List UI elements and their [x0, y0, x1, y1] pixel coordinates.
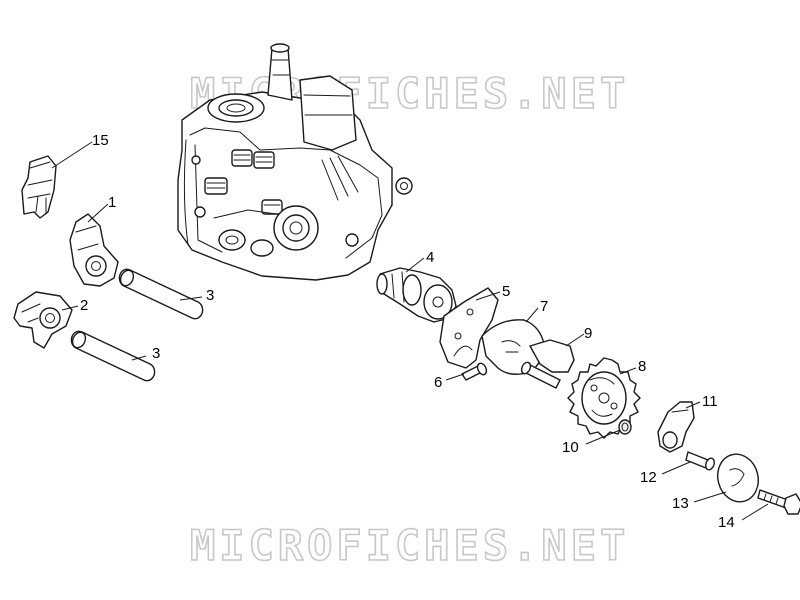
leader-10	[585, 429, 621, 445]
callout-13: 13	[672, 495, 689, 512]
leader-6	[445, 373, 465, 381]
callout-2: 2	[80, 297, 88, 314]
part-15-rocker-bracket	[21, 155, 57, 219]
leader-8	[619, 367, 637, 375]
callout-3-lower: 3	[152, 345, 160, 362]
part-6-screw	[461, 362, 488, 381]
callout-14: 14	[718, 514, 735, 531]
leader-7	[525, 307, 539, 323]
valve-springs	[204, 149, 283, 215]
leader-13	[693, 491, 727, 503]
part-10-washer	[618, 419, 632, 435]
watermark-bottom: MICROFICHES.NET	[190, 521, 629, 570]
leader-5	[475, 291, 501, 301]
leader-1	[87, 203, 109, 223]
callout-labels: 15 1 2 3 3 4 5 6 7 8 9 10 11 12 13 14	[80, 132, 735, 531]
callout-6: 6	[434, 374, 442, 391]
part-4-camshaft	[376, 267, 457, 323]
part-12-pin	[685, 451, 715, 471]
callout-1: 1	[108, 194, 116, 211]
callout-4: 4	[426, 249, 434, 266]
leader-14	[741, 503, 769, 521]
callout-10: 10	[562, 439, 579, 456]
leader-15	[51, 141, 93, 169]
part-2-rocker-arm	[13, 291, 73, 349]
leader-4	[405, 257, 425, 273]
part-8-cam-sprocket	[567, 357, 641, 439]
cylinder-head	[177, 43, 413, 281]
callout-12: 12	[640, 469, 657, 486]
part-13-washer	[717, 453, 759, 503]
callout-9: 9	[584, 325, 592, 342]
part-5-plate	[439, 287, 499, 369]
leader-9	[565, 333, 585, 347]
callout-11: 11	[702, 393, 718, 410]
callout-3-upper: 3	[206, 287, 214, 304]
callout-8: 8	[638, 358, 646, 375]
part-9-weight	[520, 339, 575, 389]
callout-5: 5	[502, 283, 510, 300]
leader-12	[661, 461, 691, 475]
leader-11	[685, 401, 701, 409]
part-3-rocker-shaft-upper	[118, 268, 204, 320]
leader-3b	[131, 355, 147, 361]
callout-15: 15	[92, 132, 109, 149]
leader-lines	[51, 141, 769, 521]
part-3-rocker-shaft-lower	[70, 330, 156, 382]
part-7-cam-plate	[481, 319, 545, 375]
part-14-bolt	[757, 489, 800, 515]
callout-7: 7	[540, 298, 548, 315]
part-11-lever	[657, 401, 695, 453]
part-1-rocker-arm	[69, 213, 119, 287]
leader-3a	[179, 296, 203, 301]
leader-2	[61, 305, 79, 311]
